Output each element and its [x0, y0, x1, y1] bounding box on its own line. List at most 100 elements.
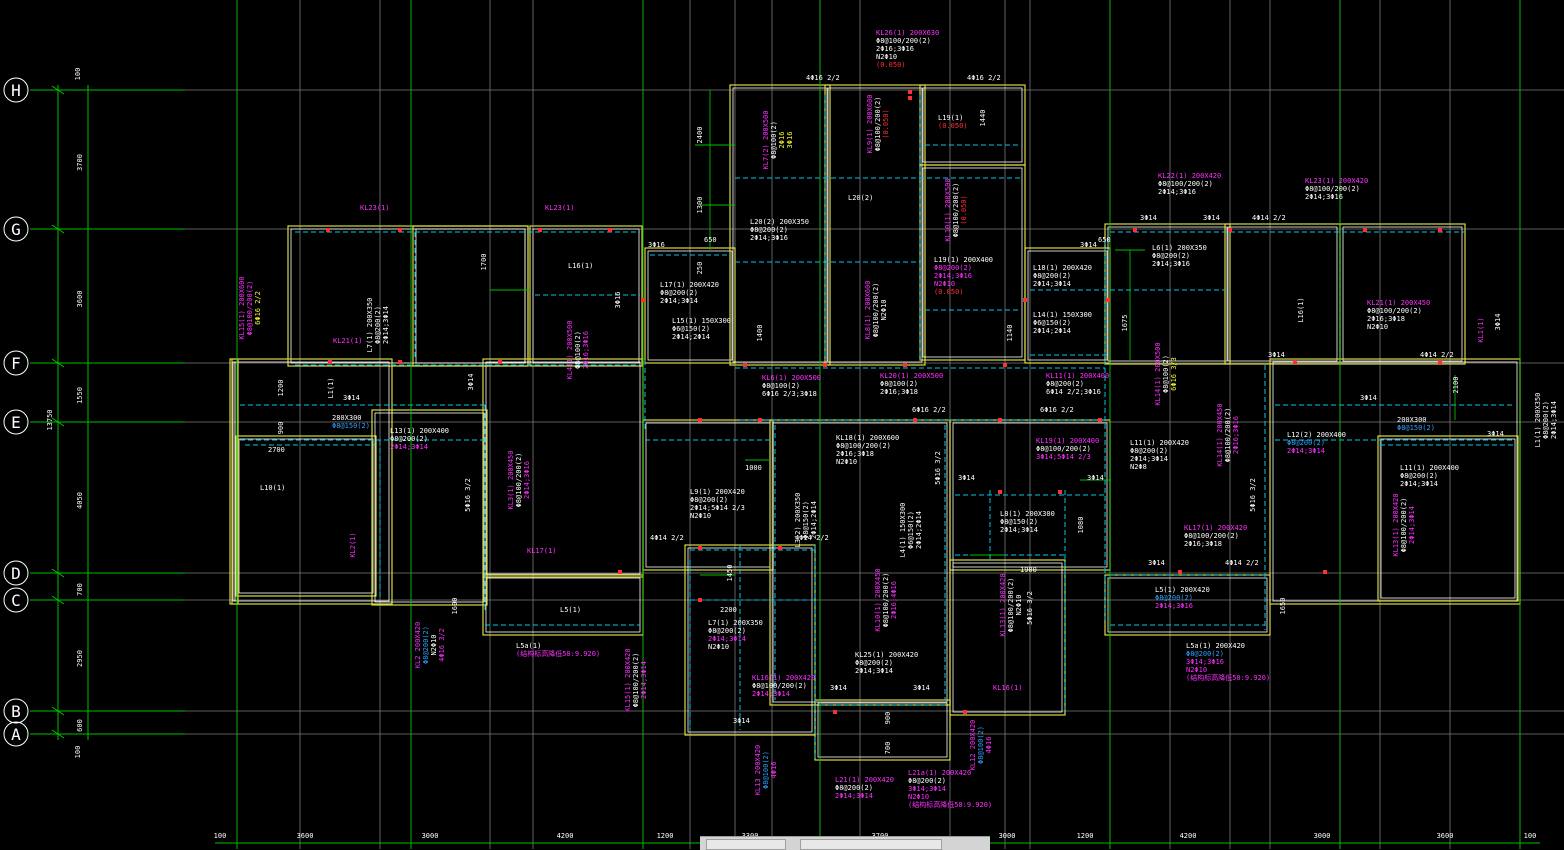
- vertical-beam-label-line: KL15(1) 200X420: [624, 648, 632, 711]
- beam-label-line: Φ6@150(2): [907, 511, 915, 549]
- status-bar-segment[interactable]: [706, 839, 786, 850]
- bottom-dimension-text: 100: [214, 832, 227, 840]
- dimension-text: 650: [1098, 236, 1111, 244]
- beam-label-line: 3Φ14;5Φ14 2/3: [1036, 453, 1091, 461]
- beam-label-line: Φ8@200(2): [1287, 439, 1325, 447]
- beam-label-line: Φ8@200(2): [855, 659, 893, 667]
- beam-label-line: L3(2) 200X350: [794, 493, 802, 548]
- axis-bubble: [3, 721, 29, 747]
- beam-label-line: L19(1) 200X400: [934, 256, 993, 264]
- beam-label-line: N2Φ10: [690, 512, 711, 520]
- bottom-dimension-text: 3600: [297, 832, 314, 840]
- beam-end-marker: [778, 546, 782, 550]
- dimension-text: 1440: [979, 110, 987, 127]
- vertical-beam-label-line: KL13 200X420: [754, 745, 762, 796]
- dimension-text: 1650: [1279, 598, 1287, 615]
- beam-end-marker: [698, 598, 702, 602]
- beam-label-line: Φ8@150(2): [1000, 518, 1038, 526]
- beam-label-line: 2Φ16;3Φ16: [876, 45, 914, 53]
- beam-label-line: KL11(1) 200X400: [1046, 372, 1109, 380]
- beam-label-line: KL23(1) 200X420: [1305, 177, 1368, 185]
- beam-label-line: Φ8@200(2): [1152, 252, 1190, 260]
- axis-bubble: [3, 587, 29, 613]
- beam-end-marker: [823, 363, 827, 367]
- wall-outline: [1104, 223, 1231, 365]
- wall-inner-line: [1227, 226, 1338, 362]
- beam-label-line: L21(1) 200X420: [835, 776, 894, 784]
- beam-label-line: 2Φ14;3Φ14: [835, 792, 873, 800]
- beam-end-marker: [743, 363, 747, 367]
- beam-label-l19: L19(1)(0.050): [938, 114, 968, 130]
- beam-label-kl21b: KL21(1) 200X450Φ8@100/200(2)2Φ16;3Φ18N2Φ…: [1367, 299, 1430, 331]
- beam-label-line: (结构标高降低50:9.920): [1186, 673, 1270, 682]
- beam-end-marker: [1438, 360, 1442, 364]
- wall-inner-line: [817, 702, 948, 758]
- beam-label-line: L9(1) 200X420: [690, 488, 745, 496]
- beam-label-line: 2Φ14;3Φ14: [1287, 447, 1325, 455]
- vertical-beam-label-line: N2Φ10: [430, 634, 438, 655]
- dimension-tick: [51, 729, 65, 739]
- wall-outline: [529, 225, 643, 367]
- beam-end-marker: [963, 710, 967, 714]
- bottom-dimension-text: 1200: [657, 832, 674, 840]
- beam-label-line: N2Φ10: [908, 793, 929, 801]
- beam-label-line: L14(1) 150X300: [1033, 311, 1092, 319]
- axis-bubble-label: E: [11, 413, 21, 432]
- beam-label-line: 6Φ16 2/3;3Φ18: [762, 390, 817, 398]
- rebar-text: 5Φ16 3/2: [464, 478, 472, 512]
- beam-label-line: 2Φ14;2Φ14: [672, 333, 710, 341]
- axis-bubble-label: B: [11, 702, 21, 721]
- beam-label-line: Φ8@100/200(2): [1367, 307, 1422, 315]
- vertical-beam-label-line: KL13(1) 200X420: [999, 573, 1007, 636]
- rebar-text: 3Φ14: [830, 684, 847, 692]
- beam-label-kl18: KL18(1) 200X600Φ8@100/200(2)2Φ16;3Φ18N2Φ…: [836, 434, 899, 466]
- beam-label-line: L5a(1) 200X420: [1186, 642, 1245, 650]
- axis-spacing-dimension: 700: [76, 583, 84, 596]
- short-beam-label: KL21(1): [333, 337, 363, 345]
- vertical-beam-label-line: KL2 200X420: [414, 622, 422, 668]
- axis-bubble: [3, 409, 29, 435]
- beam-label-line: 2Φ16;3Φ18: [880, 388, 918, 396]
- beam-end-marker: [1058, 490, 1062, 494]
- beam-end-marker: [1098, 418, 1102, 422]
- dimension-text: 650: [704, 236, 717, 244]
- rebar-text: 3Φ14: [1148, 559, 1165, 567]
- dimension-ext-top: 100: [74, 68, 82, 81]
- rebar-text: 3Φ14: [913, 684, 930, 692]
- vertical-beam-label-line: Φ8@100(2): [574, 331, 582, 369]
- beam-label-line: 2Φ14;3Φ14: [1130, 455, 1168, 463]
- vertical-beam-label-line: KL7(2) 200X500: [762, 110, 770, 169]
- beam-end-marker: [833, 710, 837, 714]
- beam-label-line: Φ8@100/200(2): [1158, 180, 1213, 188]
- dimension-tick: [51, 568, 65, 578]
- status-bar-segment[interactable]: [800, 839, 942, 850]
- beam-label-line: 2Φ14;3Φ14: [390, 443, 428, 451]
- vertical-beam-label-line: 2Φ14;3Φ16: [523, 461, 531, 499]
- beam-label-line: Φ8@200(2): [708, 627, 746, 635]
- wall-outline: [729, 84, 831, 366]
- status-bar: [700, 836, 990, 850]
- wall-inner-line: [1272, 361, 1518, 602]
- vertical-beam-label-line: N2Φ10: [880, 299, 888, 320]
- beam-label-line: 2Φ14;3Φ14: [382, 306, 390, 344]
- beam-label-line: Φ6@150(2): [672, 325, 710, 333]
- vertical-beam-label-line: 2Φ14;3Φ14: [640, 661, 648, 699]
- beam-label-line: KL18(1) 200X600: [836, 434, 899, 442]
- beam-label-line: L11(1) 200X420: [1130, 439, 1189, 447]
- vertical-beam-label-line: Φ8@100/200(2): [952, 183, 960, 238]
- axis-spacing-dimension: 3600: [76, 291, 84, 308]
- beam-label-line: Φ6@150(2): [1033, 319, 1071, 327]
- wall-inner-line: [922, 167, 1023, 358]
